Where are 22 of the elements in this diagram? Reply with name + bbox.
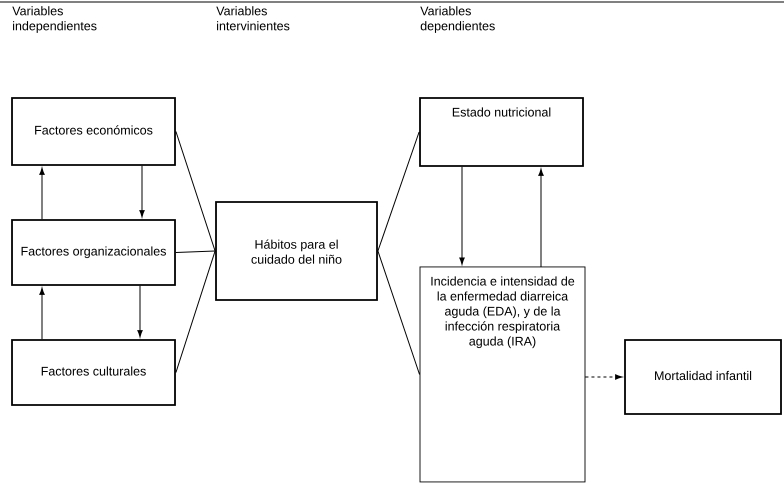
connector-line [377,250,420,375]
arrow [39,288,45,340]
arrow [538,168,544,268]
arrow [39,168,45,220]
column-heading: Variables dependientes [420,6,495,33]
box: Hábitos para el cuidado del niño [215,201,378,301]
column-heading: Variables independientes [12,6,97,33]
box: Mortalidad infantil [624,339,782,415]
arrow [459,166,465,265]
box: Factores económicos [11,97,176,166]
box: Factores culturales [11,339,176,406]
box: Factores organizacionales [11,219,176,286]
arrow [139,165,145,218]
arrow [584,374,622,380]
connector-line [175,131,216,252]
column-heading: Variables intervinientes [216,6,290,30]
box: Estado nutricional [419,97,584,167]
connector-line [175,250,216,373]
box: Incidencia e intensidad de la enfermedad diarreica aguda (EDA), y de la infección respiratoria aguda (IRA) [420,266,586,482]
connector-line [377,131,420,252]
connector-line [175,250,216,253]
arrow [137,285,143,338]
